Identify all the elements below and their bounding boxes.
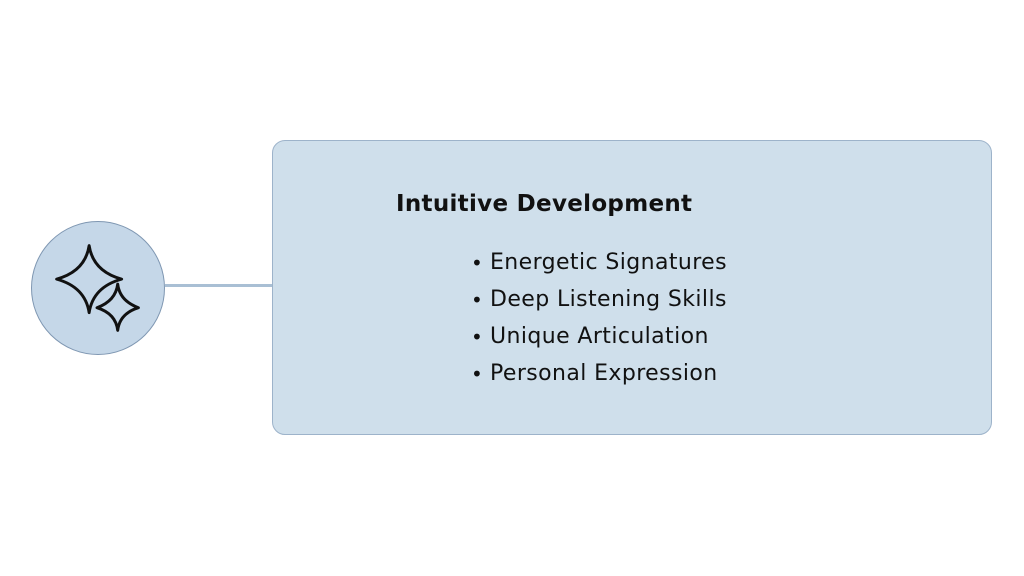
bullet-icon: • [471, 287, 484, 312]
list-item-label: Personal Expression [490, 361, 718, 386]
list-item-label: Deep Listening Skills [490, 287, 727, 312]
bullet-icon: • [471, 361, 484, 386]
connector-line [165, 284, 273, 287]
list-item: • Deep Listening Skills [471, 281, 727, 318]
list-item-label: Unique Articulation [490, 324, 709, 349]
list-item: • Unique Articulation [471, 318, 727, 355]
topic-list: • Energetic Signatures • Deep Listening … [471, 244, 727, 392]
bullet-icon: • [471, 324, 484, 349]
sparkles-icon [55, 244, 140, 332]
icon-node [31, 221, 165, 355]
list-item: • Personal Expression [471, 355, 727, 392]
topic-card: Intuitive Development • Energetic Signat… [272, 140, 992, 435]
list-item-label: Energetic Signatures [490, 250, 727, 275]
list-item: • Energetic Signatures [471, 244, 727, 281]
bullet-icon: • [471, 250, 484, 275]
card-title: Intuitive Development [396, 191, 693, 217]
